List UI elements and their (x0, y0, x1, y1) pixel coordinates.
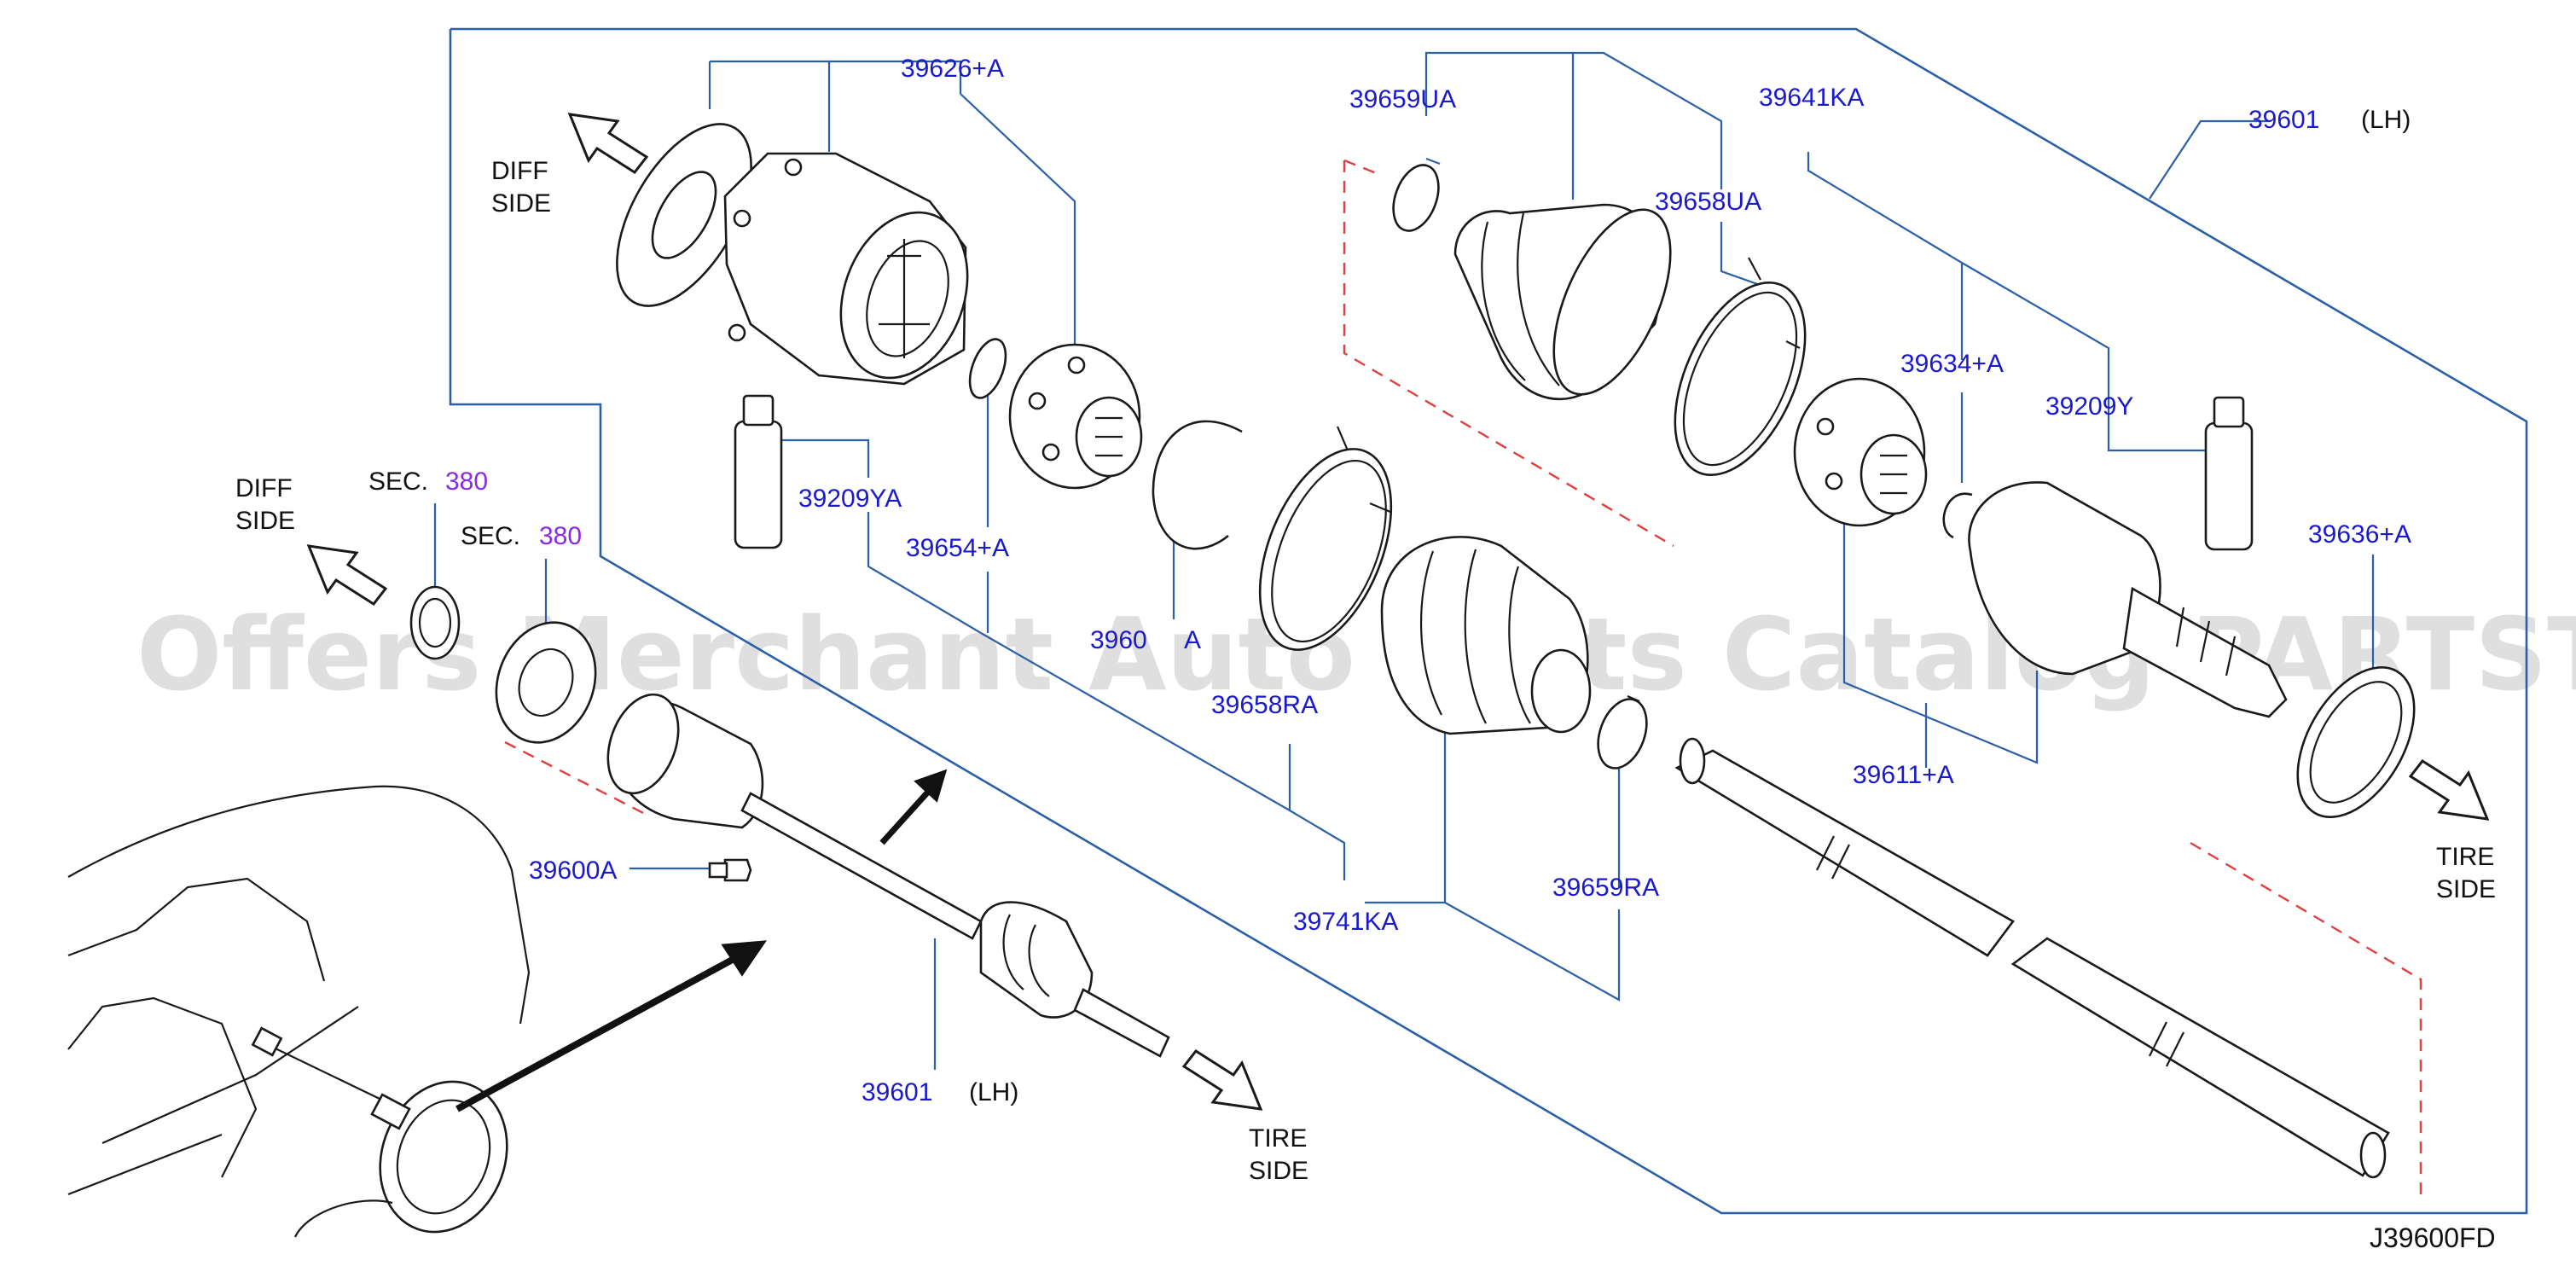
flange-sec-380 (495, 621, 597, 744)
svg-text:TIRE: TIRE (1249, 1124, 1307, 1153)
assembled-driveshaft (606, 693, 1170, 1058)
label-39600-partial: 3960 (1090, 626, 1147, 654)
alignment-guide-shaft (2190, 841, 2422, 1194)
label-39611: 39611+A (1853, 761, 1954, 789)
label-39601-top: 39601 (2248, 106, 2319, 134)
label-39626: 39626+A (901, 55, 1004, 83)
direction-tire-side-bottom: TIRE SIDE (1249, 1124, 1308, 1185)
label-39658RA: 39658RA (1211, 691, 1318, 719)
assembly-arrow-large (455, 940, 768, 1112)
label-39209YA: 39209YA (798, 485, 902, 513)
boot-band-39659RA (1597, 694, 1648, 769)
seal-sec-380 (409, 585, 461, 660)
direction-diff-side-left: DIFF SIDE (235, 474, 295, 535)
direction-tire-side-right: TIRE SIDE (2436, 843, 2496, 903)
snap-ring-39654 (968, 338, 1007, 399)
label-39741KA: 39741KA (1293, 908, 1398, 936)
bolt-39600A (708, 858, 752, 882)
joint-housing (723, 152, 969, 386)
circlip-39600 (1152, 420, 1243, 550)
direction-arrow-diff-top (567, 113, 649, 174)
outer-joint-39611 (1968, 481, 2288, 718)
assembly-arrow-small (879, 769, 948, 845)
direction-arrow-diff-left (306, 544, 388, 606)
boot-band-39658RA (1258, 426, 1393, 651)
svg-text:380: 380 (539, 522, 582, 550)
svg-text:SIDE: SIDE (491, 189, 551, 218)
ball-cage-inner (1008, 343, 1143, 490)
svg-text:SEC.: SEC. (368, 467, 428, 496)
circlip-39634 (1942, 492, 1973, 539)
section-ref-380-a: SEC. 380 (368, 467, 488, 496)
svg-text:SIDE: SIDE (2436, 875, 2496, 903)
alignment-guide-flange (504, 740, 649, 817)
section-ref-380-b: SEC. 380 (461, 522, 582, 550)
direction-diff-side-top: DIFF SIDE (491, 157, 551, 218)
label-39601-bottom-side: (LH) (969, 1078, 1018, 1106)
label-39658UA: 39658UA (1655, 188, 1761, 216)
label-39600-partial-suffix: A (1184, 626, 1201, 654)
vehicle-silhouette (67, 785, 531, 1238)
leader-lines (433, 51, 2375, 1070)
direction-arrow-tire-bottom (1181, 1049, 1263, 1111)
label-39601-top-side: (LH) (2361, 106, 2411, 134)
label-39659UA: 39659UA (1349, 85, 1456, 113)
svg-text:DIFF: DIFF (235, 474, 293, 502)
label-39636: 39636+A (2308, 520, 2411, 549)
boot-39741KA (1380, 536, 1592, 735)
svg-text:SIDE: SIDE (1249, 1157, 1308, 1185)
drive-shaft (1674, 737, 2390, 1179)
boot-band-39659UA (1392, 164, 1440, 232)
boot-band-39658UA (1674, 257, 1807, 476)
gasket-ring-tire (2296, 665, 2416, 819)
diagram-code: J39600FD (2370, 1222, 2496, 1253)
alignment-guide-boot-left (1343, 160, 1674, 548)
label-39659RA: 39659RA (1552, 874, 1659, 902)
assembly-frame (449, 27, 2528, 1215)
label-39634: 39634+A (1900, 350, 2004, 378)
label-39600A: 39600A (529, 857, 617, 885)
ball-cage-outer (1793, 377, 1928, 527)
label-39209Y: 39209Y (2045, 392, 2133, 421)
label-39601-bottom: 39601 (862, 1078, 932, 1106)
gasket-ring-diff (616, 123, 752, 307)
svg-text:SIDE: SIDE (235, 507, 295, 535)
boot-outer (1453, 203, 1672, 401)
label-39641KA: 39641KA (1759, 84, 1864, 112)
svg-text:DIFF: DIFF (491, 157, 548, 185)
direction-arrow-tire-right (2408, 759, 2490, 821)
svg-text:SEC.: SEC. (461, 522, 520, 550)
svg-text:TIRE: TIRE (2436, 843, 2494, 871)
alignment-guide-boot (1343, 159, 1379, 176)
grease-tube-39209YA (734, 394, 783, 549)
grease-tube-39209Y (2204, 396, 2254, 551)
svg-text:380: 380 (445, 467, 488, 496)
label-39654: 39654+A (906, 534, 1009, 562)
